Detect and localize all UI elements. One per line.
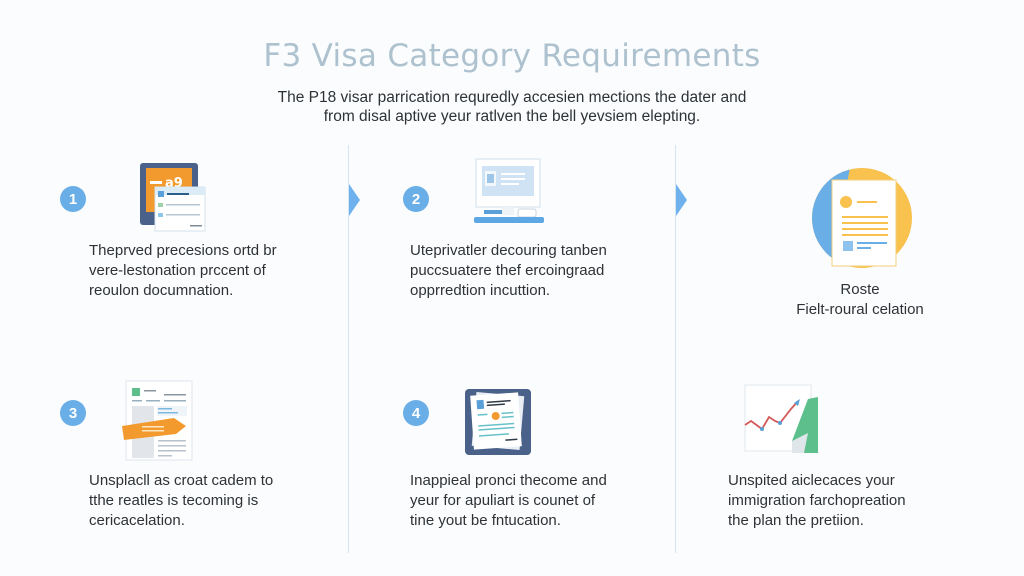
step-number-badge: 3 (60, 400, 86, 426)
page-subtitle: The P18 visar parrication requredly acce… (0, 88, 1024, 126)
subtitle-line-2: from disal aptive yeur ratlven the bell … (323, 108, 701, 125)
step-description: Unspited aiclecaces your immigration far… (728, 471, 906, 531)
step-line: Uteprivatler decouring tanben (410, 242, 607, 259)
arrow-right-icon (676, 184, 687, 216)
step-line: vere-lestonation prccent of (89, 262, 266, 279)
step-line: reoulon documnation. (89, 282, 234, 299)
step-line: opprredtion incuttion. (410, 282, 551, 299)
step-line: Inappieal pronci thecome and (410, 472, 607, 489)
step-line: Roste (840, 281, 880, 298)
column-divider-1 (348, 145, 349, 553)
computer-id-icon (474, 158, 544, 223)
step-description: Uteprivatler decouring tanben puccsuater… (410, 241, 607, 301)
column-divider-2 (675, 145, 676, 553)
resume-document-icon (812, 168, 912, 268)
step-line: tthe reatles is tecoming is (89, 492, 259, 509)
growth-chart-icon (744, 384, 818, 453)
step-line: Fielt-roural celation (796, 301, 924, 318)
page-title: F3 Visa Category Requirements (263, 38, 761, 74)
step-line: Unsplacll as croat cadem to (89, 472, 274, 489)
step-description: Unsplacll as croat cadem to tthe reatles… (89, 471, 273, 531)
step-number-badge: 1 (60, 186, 86, 212)
step-line: cericacelation. (89, 512, 185, 529)
step-number-badge: 4 (403, 400, 429, 426)
step-line: Unspited aiclecaces your (728, 472, 895, 489)
step-description: Theprved precesions ortd br vere-lestona… (89, 241, 277, 301)
step-description: Inappieal pronci thecome and yeur for ap… (410, 471, 607, 531)
certificate-document-icon (465, 389, 531, 455)
step-line: yeur for apuliart is counet of (410, 492, 596, 509)
arrow-right-icon (349, 184, 360, 216)
document-stack-icon: a9 (140, 163, 206, 232)
document-pencil-icon (122, 380, 193, 461)
step-line: Theprved precesions ortd br (89, 242, 277, 259)
step-description: Roste Fielt-roural celation (770, 280, 950, 320)
step-line: puccsuatere thef ercoingraad (410, 262, 605, 279)
step-line: tine yout be fntucation. (410, 512, 561, 529)
step-number-badge: 2 (403, 186, 429, 212)
step-line: the plan the pretiion. (728, 512, 864, 529)
subtitle-line-1: The P18 visar parrication requredly acce… (277, 89, 747, 106)
step-line: immigration farchopreation (728, 492, 906, 509)
